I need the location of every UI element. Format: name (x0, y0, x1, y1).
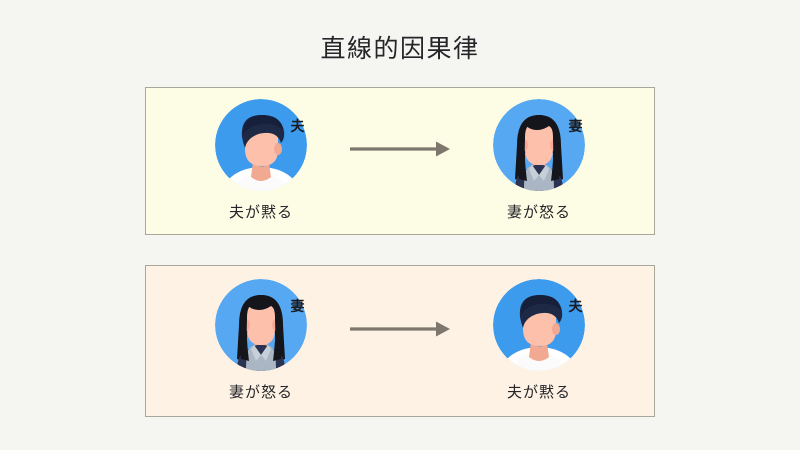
page-title: 直線的因果律 (320, 35, 480, 63)
role-badge-husband-2: 夫 (568, 298, 583, 314)
avatar-wrap-wife-2: 妻 (215, 279, 307, 371)
avatar-wrap-wife: 妻 (493, 99, 585, 191)
panel-cause-effect: 夫 夫が黙る (145, 87, 655, 235)
husband-avatar-icon (493, 279, 585, 371)
node-label-husband-silent: 夫が黙る (228, 204, 293, 221)
wife-avatar-icon (215, 279, 307, 371)
node-label-wife-angry-2: 妻が怒る (228, 384, 293, 401)
node-label-husband-silent-2: 夫が黙る (506, 384, 571, 401)
avatar-wrap-husband: 夫 (215, 99, 307, 191)
node-husband-silent: 夫 夫が黙る (176, 99, 346, 223)
arrow-right-icon (350, 321, 450, 337)
arrow-right-icon (350, 141, 450, 157)
node-wife-angry: 妻 妻が怒る (454, 99, 624, 223)
node-wife-angry-2: 妻 妻が怒る (176, 279, 346, 403)
role-badge-wife: 妻 (568, 118, 583, 134)
node-husband-silent-2: 夫 夫が黙る (454, 279, 624, 403)
wife-avatar-icon (493, 99, 585, 191)
role-badge-wife-2: 妻 (290, 298, 305, 314)
node-label-wife-angry: 妻が怒る (506, 204, 571, 221)
husband-avatar-icon (215, 99, 307, 191)
avatar-wrap-husband-2: 夫 (493, 279, 585, 371)
role-badge-husband: 夫 (290, 118, 305, 134)
panel-effect-cause: 妻 妻が怒る (145, 265, 655, 417)
